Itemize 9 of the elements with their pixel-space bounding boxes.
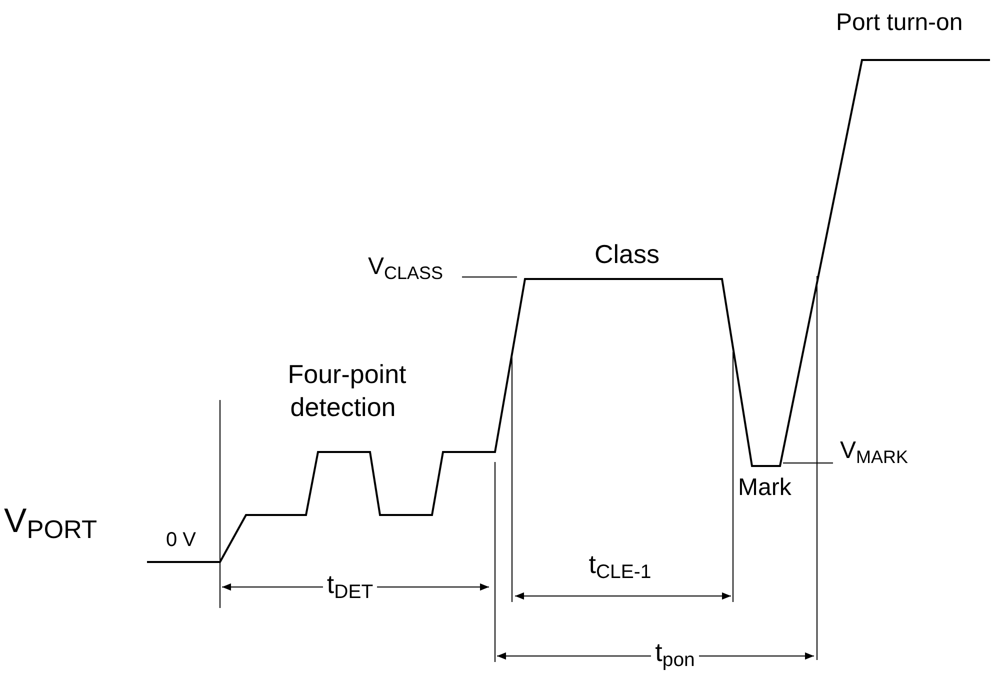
voltage-level-label: V$_{CLASS}$ [367,253,444,280]
axis-label: V$_{PORT}$ [3,502,98,540]
voltage-label: 0 V [165,529,198,551]
phase-label: Mark [737,474,792,501]
voltage-level-label: V$_{MARK}$ [839,437,910,464]
phase-label: Four-point detection [286,359,406,422]
duration-label: t$_{CLE-1}$ [588,549,652,579]
phase-label: Class [593,239,660,269]
phase-label: Port turn-on [835,9,964,36]
